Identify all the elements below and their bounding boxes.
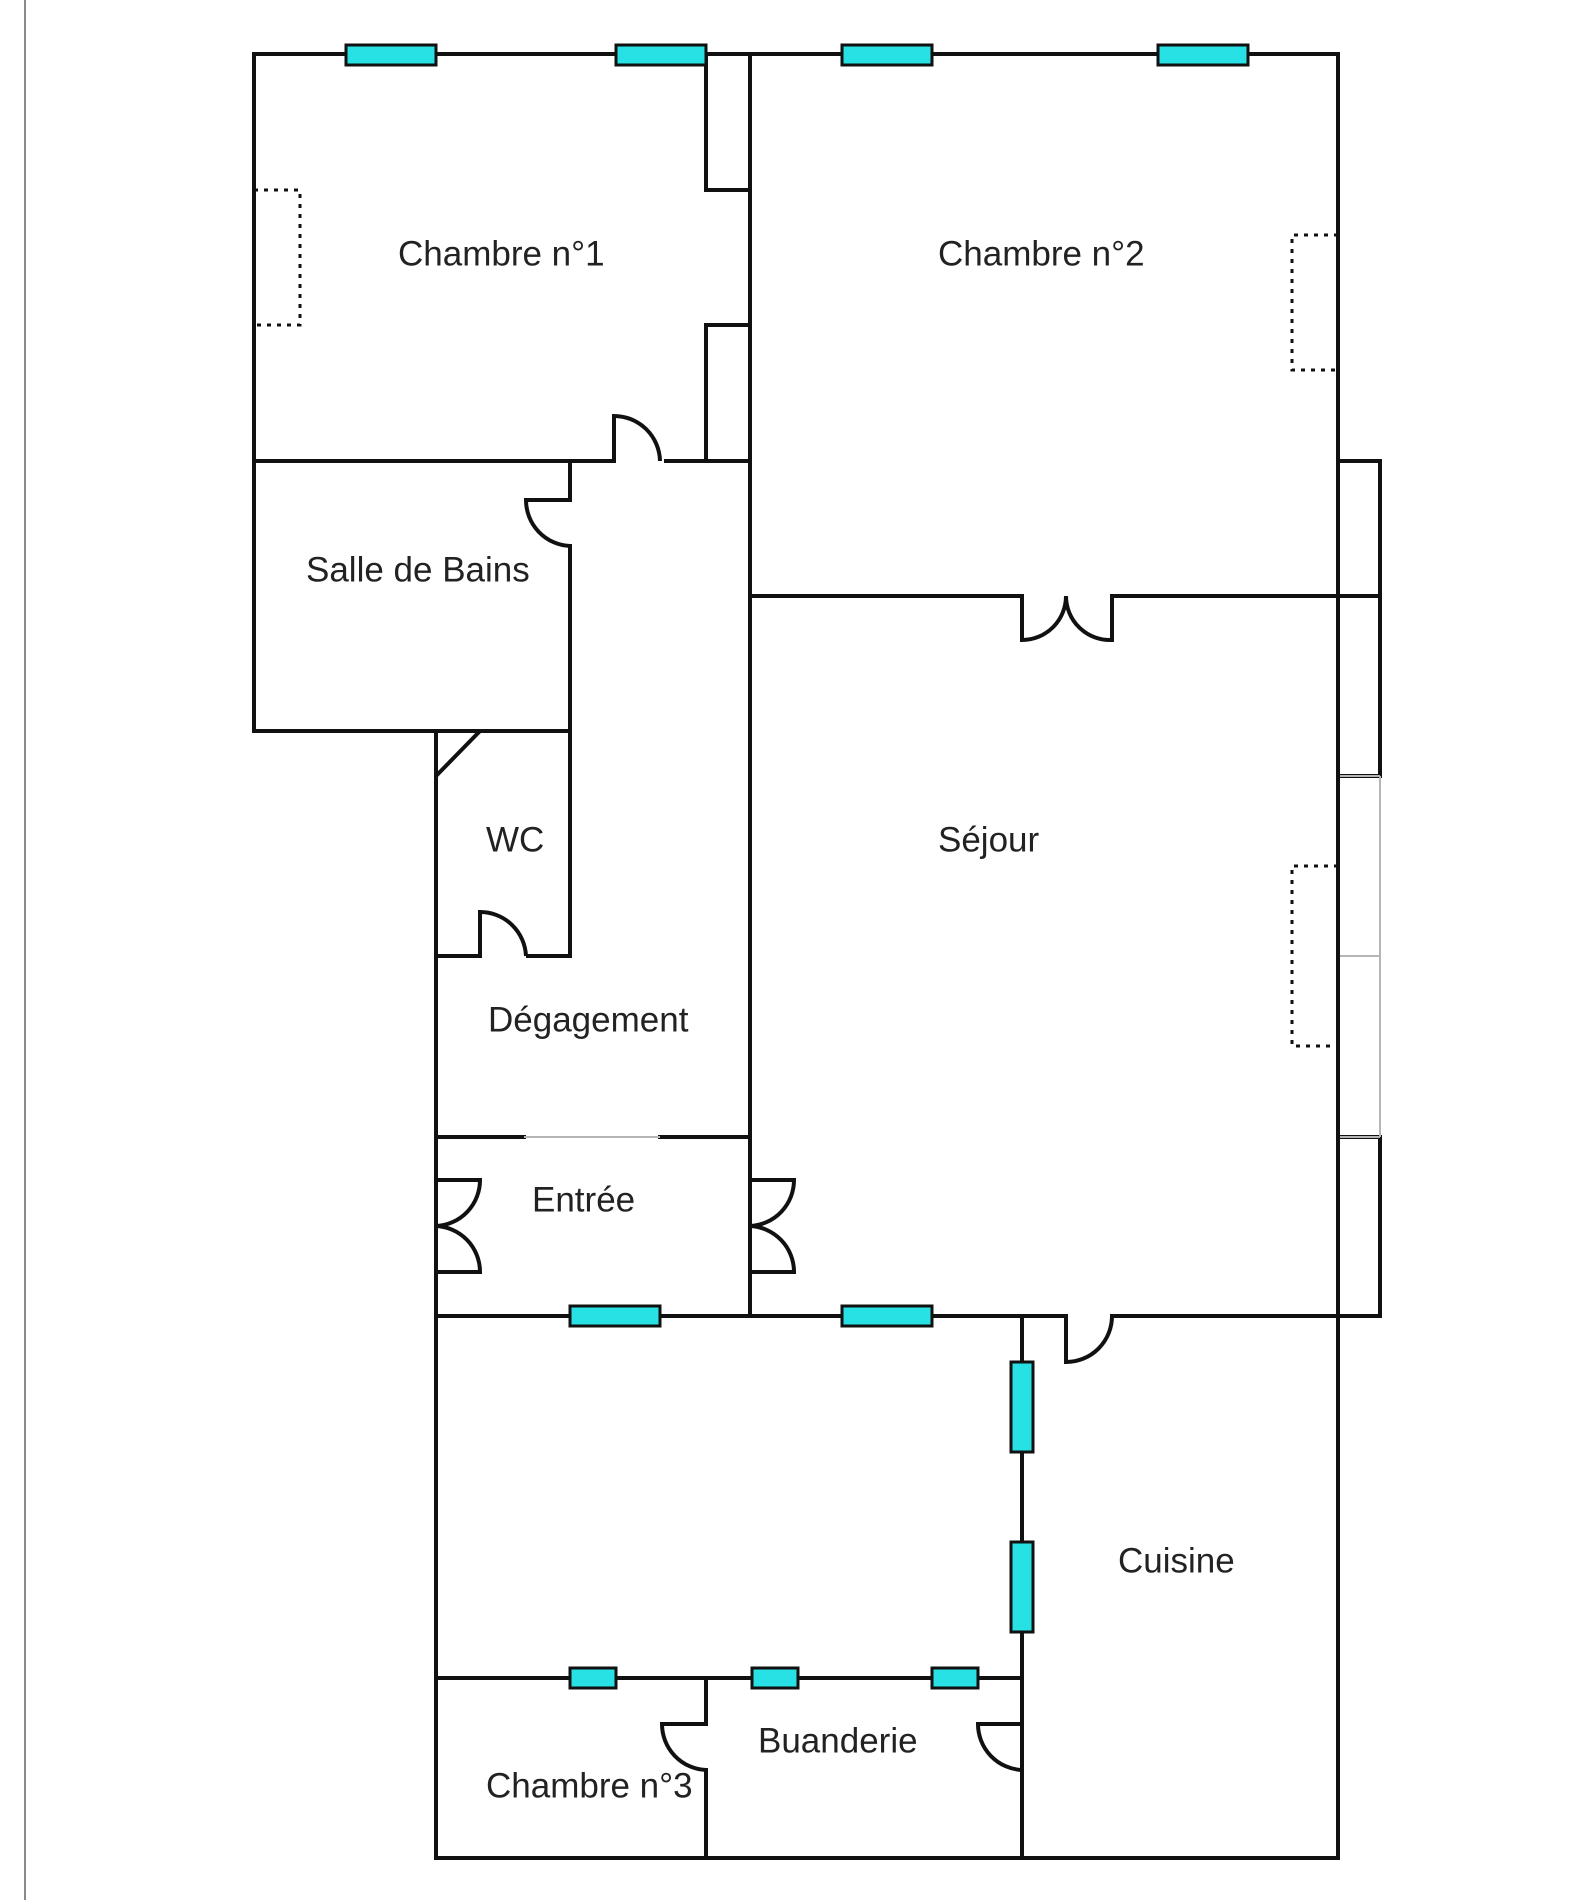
window-lower-1 [568,1666,618,1690]
label-buanderie: Buanderie [758,1721,918,1760]
label-degagement: Dégagement [488,1000,689,1039]
door-cuisine [1064,1315,1114,1365]
wc-diagonal [434,729,482,778]
label-entree: Entrée [532,1180,635,1219]
bay-window-frame [524,775,1381,1138]
window-sejour-bottom [840,1304,934,1328]
window-entree [568,1304,662,1328]
walls [252,52,1382,1860]
door-entree-left-b [435,1224,483,1274]
door-chambre3 [659,1722,707,1772]
label-salle-de-bains: Salle de Bains [306,550,530,589]
window-lower-3 [930,1666,980,1690]
label-cuisine: Cuisine [1118,1541,1235,1580]
room-labels: Chambre n°1 Chambre n°2 Salle de Bains W… [306,234,1235,1805]
window-cuisine-2 [1009,1540,1035,1634]
door-salle-de-bains [523,498,571,548]
door-buanderie [975,1722,1023,1772]
door-entree-right-a [749,1178,797,1228]
window-top-4 [1156,43,1250,67]
window-cuisine-1 [1009,1360,1035,1454]
label-chambre2: Chambre n°2 [938,234,1145,273]
door-chambre1 [612,413,662,462]
doors [434,413,1114,1772]
window-top-3 [840,43,934,67]
label-wc: WC [486,820,544,859]
label-chambre1: Chambre n°1 [398,234,605,273]
label-sejour: Séjour [938,820,1040,859]
dotted-lines [254,54,1340,1678]
page-left-border [24,0,26,1900]
window-top-2 [614,43,708,67]
window-top-1 [344,43,438,67]
door-entree-right-b [749,1224,797,1274]
windows [344,43,1250,1690]
door-sejour-left [1020,595,1068,643]
window-lower-2 [750,1666,800,1690]
door-wc [478,909,528,957]
door-sejour-right [1063,595,1114,643]
door-entree-left-a [435,1178,483,1228]
label-chambre3: Chambre n°3 [486,1766,693,1805]
